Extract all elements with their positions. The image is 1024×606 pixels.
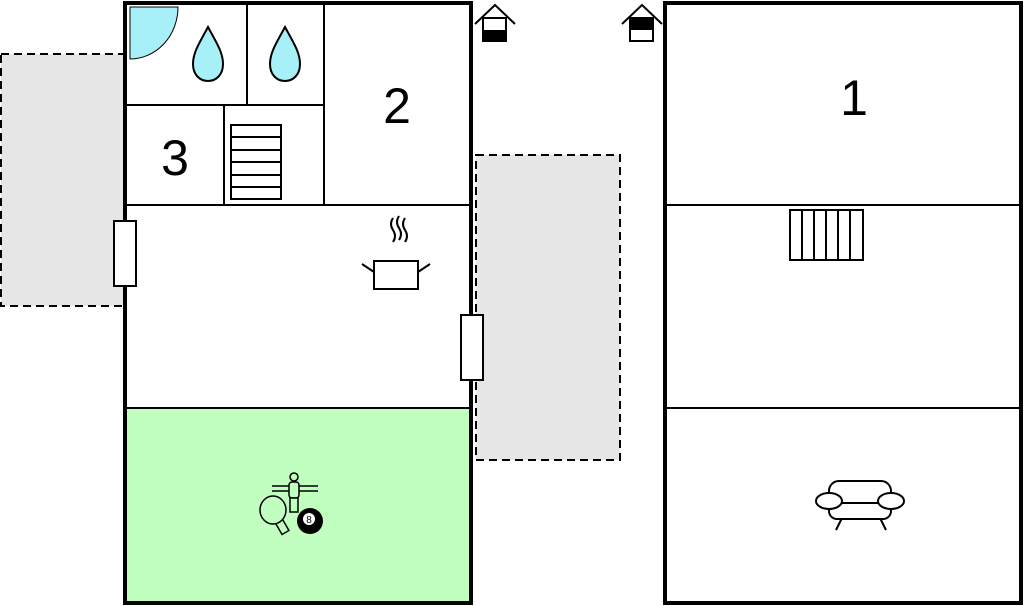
water-drop-icon: [268, 24, 302, 83]
house-upper-floor-icon: [621, 3, 663, 42]
foosball-icon: [272, 472, 318, 513]
room-label-3: 3: [161, 130, 189, 186]
house-ground-floor-icon: [474, 3, 516, 42]
room-label-1: 1: [840, 70, 868, 126]
ping-pong-paddle-icon: [259, 495, 290, 536]
sofa-icon: [815, 480, 905, 531]
left-building: [123, 1, 473, 605]
room-label-2: 2: [383, 78, 411, 134]
stairs-icon: [789, 209, 864, 261]
window: [113, 220, 137, 287]
terrace-middle: [475, 154, 621, 461]
stairs-icon: [230, 124, 282, 200]
terrace-left: [0, 53, 125, 307]
shower-icon: [129, 6, 179, 60]
billiard-ball-icon: 8: [297, 508, 323, 534]
water-drop-icon: [191, 24, 225, 83]
kitchen-pot-icon: [361, 215, 431, 290]
window: [460, 314, 484, 381]
svg-text:8: 8: [306, 515, 312, 526]
